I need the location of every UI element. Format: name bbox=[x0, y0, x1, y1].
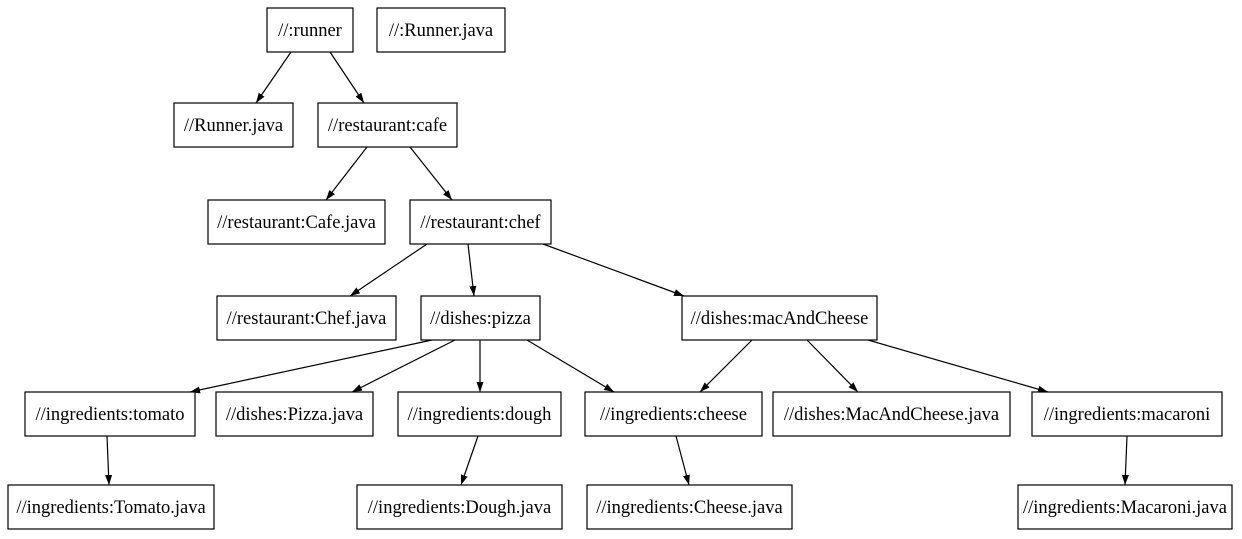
graph-node-macaroni: //ingredients:macaroni bbox=[1031, 391, 1223, 437]
node-label: //dishes:macAndCheese bbox=[691, 309, 869, 329]
nodes-layer: //:runner //:Runner.java //Runner.java //re… bbox=[7, 7, 1233, 530]
graph-node-mac_and_cheese_java: //dishes:MacAndCheese.java bbox=[772, 391, 1011, 437]
node-label: //dishes:MacAndCheese.java bbox=[784, 405, 999, 425]
edge-cafe-to-chef bbox=[409, 146, 453, 201]
edge-mac_and_cheese-to-cheese bbox=[699, 339, 753, 393]
node-label: //ingredients:dough bbox=[408, 405, 552, 425]
edge-tomato-to-tomato_java bbox=[105, 435, 113, 486]
node-label: //:Runner.java bbox=[389, 21, 493, 41]
node-label: //ingredients:tomato bbox=[35, 405, 184, 425]
node-box bbox=[586, 484, 793, 530]
graph-node-cheese: //ingredients:cheese bbox=[584, 391, 763, 437]
node-box bbox=[376, 7, 506, 53]
graph-node-cheese_java: //ingredients:Cheese.java bbox=[586, 484, 793, 530]
graph-node-runner: //:runner bbox=[266, 7, 354, 53]
graph-node-cafe: //restaurant:cafe bbox=[317, 102, 458, 148]
graph-node-runner_java_root: //:Runner.java bbox=[376, 7, 506, 53]
node-label: //restaurant:chef bbox=[420, 213, 541, 233]
edge-chef-to-chef_java bbox=[349, 243, 428, 297]
edge-macaroni-to-macaroni_java bbox=[1121, 435, 1129, 486]
graph-node-mac_and_cheese: //dishes:macAndCheese bbox=[681, 295, 878, 341]
graph-node-tomato_java: //ingredients:Tomato.java bbox=[7, 484, 215, 530]
edge-runner-to-cafe bbox=[329, 51, 365, 104]
graph-node-macaroni_java: //ingredients:Macaroni.java bbox=[1017, 484, 1233, 530]
node-label: //restaurant:Cafe.java bbox=[217, 213, 376, 233]
graph-node-runner_java: //Runner.java bbox=[173, 102, 294, 148]
edge-runner-to-runner_java bbox=[255, 51, 292, 104]
node-label: //dishes:Pizza.java bbox=[226, 405, 363, 425]
node-box bbox=[266, 7, 354, 53]
node-box bbox=[681, 295, 878, 341]
node-label: //Runner.java bbox=[184, 116, 283, 136]
graph-node-dough_java: //ingredients:Dough.java bbox=[356, 484, 563, 530]
graph-node-pizza: //dishes:pizza bbox=[420, 295, 541, 341]
node-label: //:runner bbox=[278, 21, 342, 41]
graph-node-cafe_java: //restaurant:Cafe.java bbox=[207, 199, 386, 245]
edge-pizza-to-tomato bbox=[189, 339, 433, 394]
edge-pizza-to-pizza_java bbox=[351, 339, 456, 393]
edge-mac_and_cheese-to-macaroni bbox=[867, 339, 1049, 393]
edges-layer bbox=[105, 51, 1129, 486]
edge-cafe-to-cafe_java bbox=[325, 146, 368, 201]
node-box bbox=[420, 295, 541, 341]
graph-node-chef: //restaurant:chef bbox=[409, 199, 552, 245]
node-box bbox=[215, 391, 374, 437]
node-label: //ingredients:Cheese.java bbox=[596, 498, 782, 518]
graph-node-chef_java: //restaurant:Chef.java bbox=[216, 295, 397, 341]
node-box bbox=[216, 295, 397, 341]
graph-node-pizza_java: //dishes:Pizza.java bbox=[215, 391, 374, 437]
graph-node-dough: //ingredients:dough bbox=[397, 391, 562, 437]
node-box bbox=[584, 391, 763, 437]
node-box bbox=[317, 102, 458, 148]
node-box bbox=[24, 391, 196, 437]
node-label: //ingredients:macaroni bbox=[1044, 405, 1210, 425]
edge-chef-to-mac_and_cheese bbox=[542, 243, 685, 297]
node-box bbox=[772, 391, 1011, 437]
node-label: //dishes:pizza bbox=[430, 309, 531, 329]
node-box bbox=[7, 484, 215, 530]
node-label: //ingredients:Dough.java bbox=[368, 498, 551, 518]
edge-pizza-to-cheese bbox=[526, 339, 615, 393]
node-label: //ingredients:Tomato.java bbox=[16, 498, 205, 518]
node-box bbox=[409, 199, 552, 245]
edge-mac_and_cheese-to-mac_and_cheese_java bbox=[806, 339, 859, 393]
node-box bbox=[1031, 391, 1223, 437]
node-box bbox=[1017, 484, 1233, 530]
node-label: //restaurant:cafe bbox=[328, 116, 447, 136]
node-box bbox=[173, 102, 294, 148]
edge-dough-to-dough_java bbox=[460, 435, 479, 486]
node-box bbox=[356, 484, 563, 530]
edge-cheese-to-cheese_java bbox=[675, 435, 690, 486]
edge-chef-to-pizza bbox=[467, 243, 477, 297]
graph-node-tomato: //ingredients:tomato bbox=[24, 391, 196, 437]
node-label: //ingredients:Macaroni.java bbox=[1023, 498, 1227, 518]
node-box bbox=[397, 391, 562, 437]
node-box bbox=[207, 199, 386, 245]
node-label: //restaurant:Chef.java bbox=[227, 309, 387, 329]
node-label: //ingredients:cheese bbox=[600, 405, 747, 425]
